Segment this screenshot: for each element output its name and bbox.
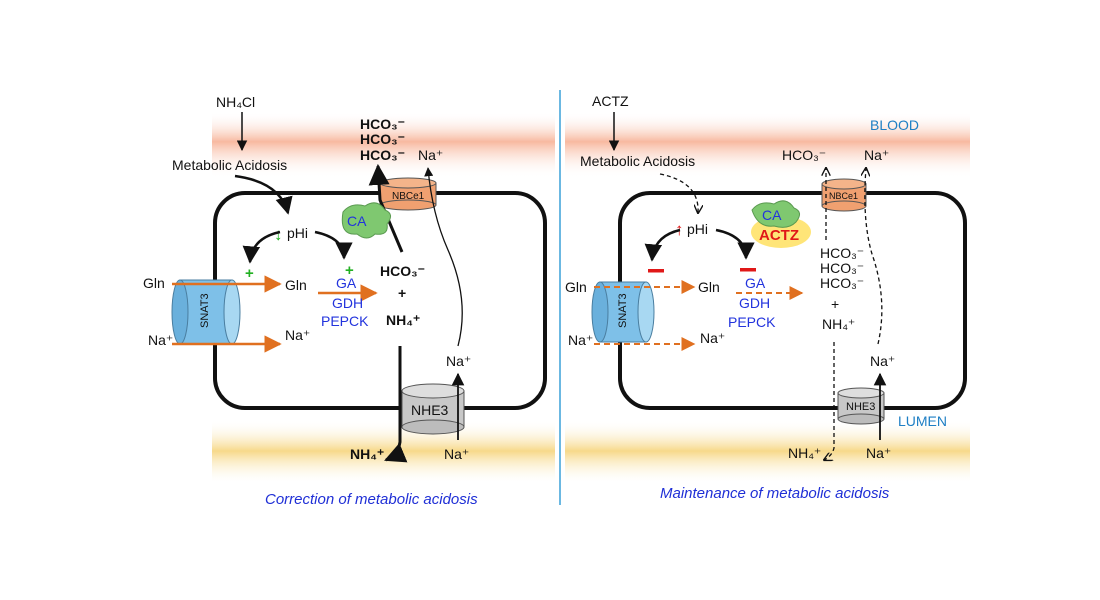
right-snat3-label: SNAT3 — [617, 293, 629, 328]
right-ca-label: CA — [762, 207, 782, 223]
right-stimulus: ACTZ — [592, 93, 629, 109]
lumen-band-left — [212, 420, 555, 482]
right-gln-out: Gln — [565, 279, 587, 295]
right-panel: BLOOD LUMEN ACTZ Metabolic Acidosis HCO₃… — [565, 93, 967, 502]
left-phi-to-gln-arrow — [242, 230, 281, 264]
left-hco3-cell: HCO₃⁻ — [380, 263, 425, 279]
left-enz-ga: GA — [336, 275, 357, 291]
left-enz-pepck: PEPCK — [321, 313, 369, 329]
right-nh4-cell: NH₄⁺ — [822, 316, 855, 332]
left-acidosis-to-phi-arrow — [234, 174, 293, 215]
right-phi-to-ga-arrow — [715, 228, 755, 260]
right-actz-label: ACTZ — [759, 227, 799, 244]
right-na-top: Na⁺ — [864, 147, 889, 163]
right-enz-ga: GA — [745, 275, 766, 291]
left-na-out: Na⁺ — [148, 332, 173, 348]
left-hco3-1: HCO₃⁻ — [360, 116, 405, 132]
left-na-lumen: Na⁺ — [444, 446, 469, 462]
left-hco3-2: HCO₃⁻ — [360, 131, 405, 147]
left-ca-label: CA — [347, 213, 367, 229]
left-nhe3-label: NHE3 — [411, 402, 449, 418]
right-nhe3-label: NHE3 — [846, 401, 875, 413]
left-gln-in: Gln — [285, 277, 307, 293]
right-hco3-cell-2: HCO₃⁻ — [820, 260, 864, 276]
left-snat3-label: SNAT3 — [199, 293, 211, 328]
right-nbce1-label: NBCe1 — [829, 191, 858, 201]
right-nhe3-transporter: NHE3 — [837, 387, 885, 425]
left-na-top: Na⁺ — [418, 147, 443, 163]
left-na-in: Na⁺ — [285, 327, 310, 343]
right-hco3-cell-3: HCO₃⁻ — [820, 275, 864, 291]
right-inhibit-ga — [740, 268, 756, 272]
right-inhibit-gln — [648, 269, 664, 273]
right-na-out: Na⁺ — [568, 332, 593, 348]
right-na-in: Na⁺ — [700, 330, 725, 346]
right-nbce1-transporter: NBCe1 — [821, 178, 867, 212]
right-na-efflux-dashed — [865, 168, 883, 345]
left-panel: NH₄Cl Metabolic Acidosis HCO₃⁻ HCO₃⁻ HCO… — [143, 94, 547, 508]
left-hco3-efflux-arrow — [368, 163, 404, 253]
left-nhe3-transporter: NHE3 — [401, 383, 465, 435]
left-ca-enzyme — [341, 202, 391, 239]
left-plus-ga: + — [345, 262, 354, 279]
left-plus-gln: + — [245, 265, 254, 282]
left-metabolic-acidosis: Metabolic Acidosis — [172, 157, 287, 173]
right-na-cell: Na⁺ — [870, 353, 895, 369]
left-nh4-cell: NH₄⁺ — [386, 312, 420, 328]
left-na-cell: Na⁺ — [446, 353, 471, 369]
right-gln-in: Gln — [698, 279, 720, 295]
left-na-efflux-line — [424, 167, 463, 347]
left-gln-out: Gln — [143, 275, 165, 291]
blood-band-right — [565, 112, 970, 178]
right-na-lumen: Na⁺ — [866, 445, 891, 461]
right-metabolic-acidosis: Metabolic Acidosis — [580, 153, 695, 169]
region-blood: BLOOD — [870, 117, 919, 133]
right-nh4-lumen: NH₄⁺ — [788, 445, 821, 461]
lumen-band-right — [565, 420, 970, 482]
right-enz-pepck: PEPCK — [728, 314, 776, 330]
right-phi-to-gln-arrow — [644, 228, 681, 262]
left-nh4-efflux-arrow — [384, 346, 408, 463]
right-snat3-transporter: SNAT3 — [591, 281, 655, 343]
left-caption: Correction of metabolic acidosis — [265, 491, 478, 508]
left-snat3-transporter: SNAT3 — [171, 279, 241, 345]
left-stimulus: NH₄Cl — [216, 94, 255, 110]
right-caption: Maintenance of metabolic acidosis — [660, 485, 890, 502]
left-plus: + — [398, 285, 406, 301]
left-nbce1-label: NBCe1 — [392, 191, 425, 202]
left-phi: pHi — [287, 225, 308, 241]
right-plus: + — [831, 296, 839, 312]
left-enz-gdh: GDH — [332, 295, 363, 311]
region-lumen: LUMEN — [898, 413, 947, 429]
right-ca-enzyme — [751, 200, 800, 228]
left-phi-down-arrow: ↓ — [274, 225, 283, 244]
left-nh4-lumen: NH₄⁺ — [350, 446, 384, 462]
left-hco3-3: HCO₃⁻ — [360, 147, 405, 163]
right-phi: pHi — [687, 221, 708, 237]
left-phi-to-ga-arrow — [314, 230, 353, 260]
right-acidosis-to-phi-arrow — [659, 173, 698, 213]
right-hco3-top: HCO₃⁻ — [782, 147, 826, 163]
right-enz-gdh: GDH — [739, 295, 770, 311]
right-nh4-efflux-dashed — [824, 342, 835, 460]
right-hco3-cell-1: HCO₃⁻ — [820, 245, 864, 261]
left-nbce1-transporter: NBCe1 — [379, 177, 437, 211]
